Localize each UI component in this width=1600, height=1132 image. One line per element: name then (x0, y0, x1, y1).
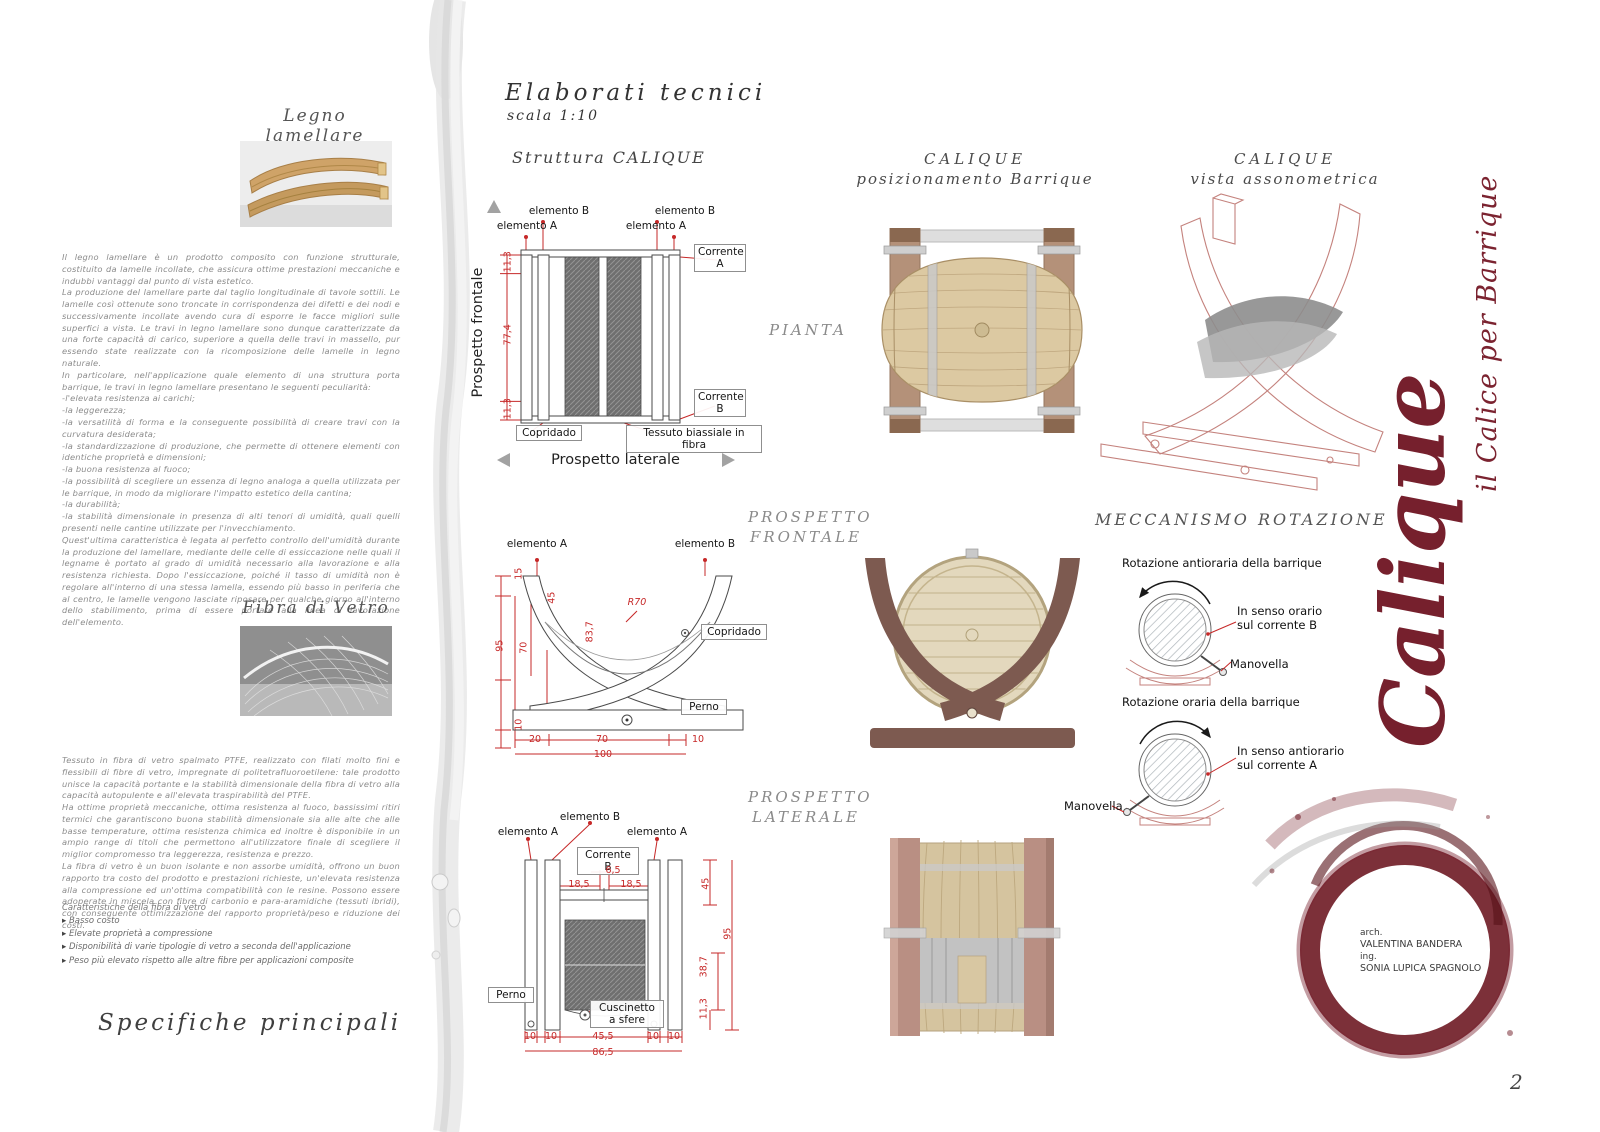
credit-ing-name: SONIA LUPICA SPAGNOLO (1360, 963, 1482, 975)
radius-r70-label: R70 (627, 597, 647, 608)
dim-95: 95 (494, 639, 506, 652)
corrente-a-label: Corrente A (694, 244, 746, 273)
dim-18-5: 18,5 (620, 879, 642, 890)
up-arrow-icon (487, 200, 501, 213)
dim-70: 70 (518, 641, 530, 654)
caratteristica-item: Elevate proprietà a compressione (62, 928, 407, 941)
dim-83-7: 83,7 (584, 621, 596, 643)
nota-senso-antiorario: In senso antiorario sul corrente A (1237, 744, 1345, 773)
elemento-b-label: elemento B (674, 538, 736, 550)
laminated-wood-photo (240, 141, 392, 227)
dim-95: 95 (722, 927, 734, 940)
caratteristiche-title: Caratteristiche della fibra di vetro (62, 903, 207, 913)
struttura-title: Struttura CALIQUE (512, 148, 706, 167)
struttura-drawing (500, 220, 718, 431)
credits-block: arch. VALENTINA BANDERA ing. SONIA LUPIC… (1360, 928, 1500, 977)
corrente-b-label: Corrente B (694, 389, 746, 418)
dim-10: 10 (691, 734, 705, 745)
rotazione-antioraria-diagram (1125, 580, 1237, 686)
water-ribbon-decoration (429, 0, 470, 1132)
elaborati-title: Elaborati tecnici (505, 80, 767, 106)
dim-10: 10 (523, 1031, 537, 1042)
dim-18-5: 18,5 (568, 879, 590, 890)
fibra-paragraph: Tessuto in fibra di vetro spalmato PTFE,… (62, 755, 400, 930)
prospetto-laterale-label-2: LATERALE (752, 808, 860, 826)
prospetto-frontale-axis-label: Prospetto frontale (470, 267, 486, 398)
assonometrica-drawing (1100, 193, 1384, 491)
right-arrow-icon (722, 453, 735, 467)
dim-10: 10 (544, 1031, 558, 1042)
left-arrow-icon (497, 453, 510, 467)
specifiche-title: Specifiche principali (98, 1010, 402, 1036)
caratteristica-item: Peso più elevato rispetto alle altre fib… (62, 955, 407, 968)
brand-name: Calique (1361, 372, 1465, 748)
corrente-b-label: Corrente B (577, 847, 639, 876)
manovella-label-2: Manovella (1064, 799, 1123, 813)
laterale-barrique-drawing (883, 838, 1061, 1036)
elemento-a-label: elemento A (626, 826, 688, 838)
assonometrica-title: CALIQUE (1233, 150, 1337, 168)
elemento-b-label: elemento B (559, 811, 621, 823)
posizionamento-subtitle: posizionamento Barrique (856, 170, 1094, 188)
scala-label: scala 1:10 (507, 108, 600, 124)
pianta-label: PIANTA (769, 321, 847, 339)
brand-tagline: il Calice per Barrique (1472, 174, 1503, 492)
dim-45-5: 45,5 (592, 1031, 614, 1042)
frontale-barrique-drawing (865, 548, 1080, 748)
fiberglass-photo (240, 626, 392, 716)
prospetto-frontale-label-2: FRONTALE (749, 528, 863, 546)
dim-77-4: 77,4 (502, 324, 514, 346)
rotazione-oraria-diagram (1111, 720, 1237, 826)
elemento-a-label: elemento A (496, 220, 558, 232)
cradle-side-drawing (524, 821, 739, 1052)
dim-10: 10 (646, 1031, 660, 1042)
copridado-label: Copridado (701, 624, 767, 641)
elemento-b-label: elemento B (528, 205, 590, 217)
dim-6-5: 6,5 (605, 865, 621, 876)
dim-15: 15 (513, 567, 525, 580)
wine-stain-decoration (1251, 788, 1514, 1059)
prospetto-laterale-label-1: PROSPETTO (748, 788, 873, 806)
prospetto-frontale-label-1: PROSPETTO (748, 508, 873, 526)
dim-11-3: 11,3 (502, 251, 514, 273)
pianta-drawing (881, 228, 1083, 433)
dim-70: 70 (595, 734, 609, 745)
legno-paragraph: Il legno lamellare è un prodotto composi… (62, 252, 400, 628)
credit-ing-label: ing. (1360, 952, 1377, 963)
prospetto-laterale-axis-label: Prospetto laterale (551, 452, 680, 468)
credit-arch-name: VALENTINA BANDERA (1360, 939, 1463, 950)
page-number: 2 (1510, 1070, 1523, 1094)
credit-arch-label: arch. (1360, 928, 1383, 938)
elemento-a-label: elemento A (625, 220, 687, 232)
copridado-label: Copridado (516, 425, 582, 442)
dim-45: 45 (546, 591, 558, 604)
dim-11-3: 11,3 (502, 398, 514, 420)
elemento-b-label: elemento B (654, 205, 716, 217)
dim-45: 45 (700, 877, 712, 890)
dim-100: 100 (593, 749, 613, 760)
manovella-label-1: Manovella (1230, 657, 1289, 671)
rotazione-oraria-caption: Rotazione oraria della barrique (1122, 695, 1300, 709)
legno-section-title: Legno lamellare (265, 106, 365, 146)
elemento-a-label: elemento A (497, 826, 559, 838)
perno-label: Perno (488, 987, 534, 1004)
fibra-section-title: Fibra di Vetro (242, 598, 390, 618)
caratteristica-item: Basso costo (62, 915, 407, 928)
dim-11-3: 11,3 (698, 998, 710, 1020)
assonometrica-subtitle: vista assonometrica (1190, 170, 1380, 188)
tessuto-label: Tessuto biassiale in fibra (626, 425, 762, 454)
perno-label: Perno (681, 699, 727, 716)
meccanismo-title: MECCANISMO ROTAZIONE (1095, 510, 1388, 529)
nota-senso-orario: In senso orario sul corrente B (1237, 604, 1323, 633)
dim-20: 20 (528, 734, 542, 745)
elemento-a-label: elemento A (506, 538, 568, 550)
cuscinetto-label: Cuscinetto a sfere (590, 1000, 664, 1029)
caratteristica-item: Disponibilità di varie tipologie di vetr… (62, 941, 407, 954)
caratteristiche-list: Basso costo Elevate proprietà a compress… (62, 915, 407, 968)
dim-86-5: 86,5 (592, 1047, 614, 1058)
rotazione-antioraria-caption: Rotazione antioraria della barrique (1122, 556, 1322, 570)
dim-38-7: 38,7 (698, 956, 710, 978)
dim-10: 10 (667, 1031, 681, 1042)
posizionamento-title: CALIQUE (923, 150, 1027, 168)
